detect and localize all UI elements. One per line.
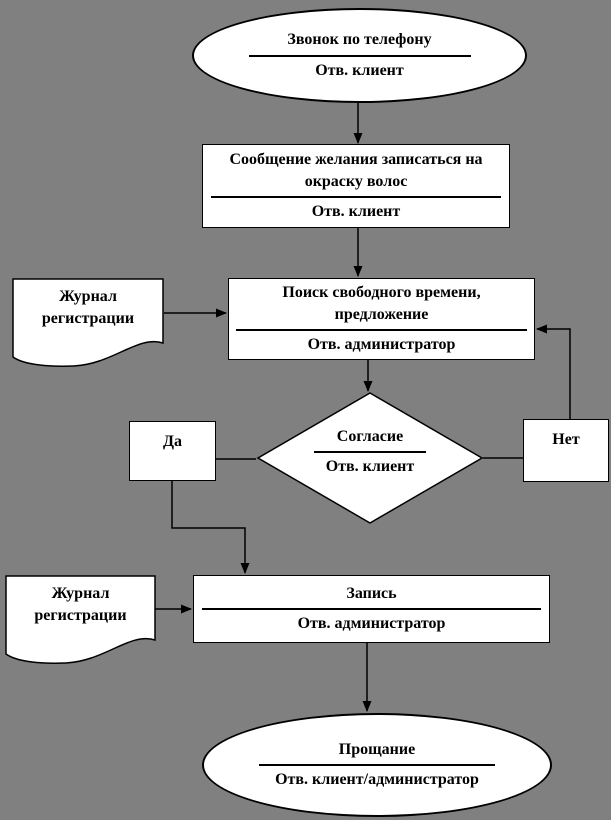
search-node-title: Поиск свободного времени, предложение [282,283,481,323]
record-node: Запись Отв. администратор [193,575,550,643]
divider [211,196,501,199]
decision-node: Согласие Отв. клиент [256,392,484,524]
start-node: Звонок по телефону Отв. клиент [192,8,527,103]
divider [248,54,471,57]
decision-node-title: Согласие [336,427,404,445]
decision-node-responsible: Отв. клиент [325,458,415,475]
request-node: Сообщение желания записаться на окраску … [202,144,510,228]
search-node-responsible: Отв. администратор [307,336,456,354]
request-node-responsible: Отв. клиент [311,203,401,221]
record-node-title: Запись [346,584,397,602]
divider [314,451,426,453]
end-node: Прощание Отв. клиент/администратор [202,713,552,817]
end-node-responsible: Отв. клиент/администратор [275,771,479,788]
divider [202,608,541,610]
connector-no-to-search [536,324,571,419]
yes-node-label: Да [162,433,182,450]
journal-top-label: Журнал регистрации [41,288,135,328]
no-node-label: Нет [552,431,580,448]
no-node: Нет [523,419,609,482]
start-node-title: Звонок по телефону [287,31,432,49]
diamond-shape [256,392,484,524]
divider [236,329,527,332]
search-node: Поиск свободного времени, предложение От… [228,278,535,360]
journal-bottom-node: Журнал регистрации [5,575,156,666]
start-node-responsible: Отв. клиент [315,61,404,79]
divider [259,764,495,766]
yes-node: Да [129,421,216,481]
request-node-title: Сообщение желания записаться на окраску … [229,150,483,190]
journal-bottom-label: Журнал регистрации [34,585,127,625]
connector-yes-to-record [171,481,250,574]
end-node-title: Прощание [338,740,416,758]
document-shape [12,278,164,367]
document-shape [5,575,156,664]
journal-top-node: Журнал регистрации [12,278,164,369]
record-node-responsible: Отв. администратор [297,615,446,632]
